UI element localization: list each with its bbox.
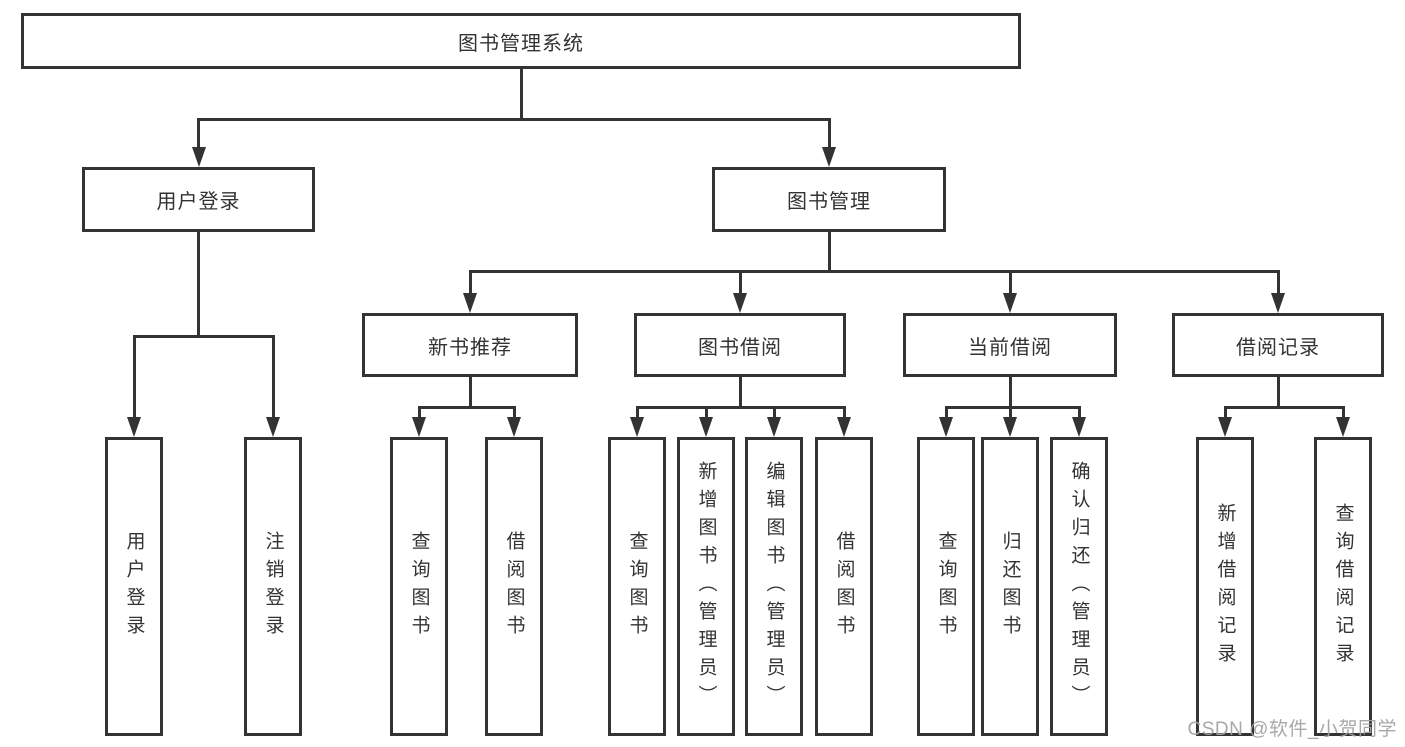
node-label: 查询借阅记录 — [1332, 502, 1354, 671]
arrow-down-icon — [1003, 293, 1017, 313]
connector-line — [468, 377, 472, 406]
connector-line — [271, 335, 275, 420]
connector-line — [132, 335, 274, 338]
arrow-down-icon — [1218, 417, 1232, 437]
connector-line — [197, 232, 200, 335]
node-label: 借阅图书 — [503, 530, 525, 643]
node-current-borrowing: 当前借阅 — [903, 313, 1117, 377]
connector-line — [417, 406, 516, 409]
arrow-down-icon — [733, 293, 747, 313]
connector-line — [1008, 406, 1012, 420]
leaf-borrow-books-recommend: 借阅图书 — [485, 437, 543, 736]
connector-line — [417, 406, 421, 420]
connector-line — [1341, 406, 1345, 420]
leaf-query-books-borrowing: 查询图书 — [608, 437, 666, 736]
connector-line — [197, 118, 200, 150]
node-label: 当前借阅 — [968, 336, 1052, 359]
connector-line — [827, 118, 831, 150]
connector-line — [704, 406, 708, 420]
leaf-edit-books-admin: 编辑图书（管理员） — [745, 437, 803, 736]
node-label: 归还图书 — [999, 530, 1021, 643]
connector-line — [468, 270, 1280, 273]
arrow-down-icon — [507, 417, 521, 437]
connector-line — [1077, 406, 1081, 420]
connector-line — [635, 406, 639, 420]
arrow-down-icon — [630, 417, 644, 437]
arrow-down-icon — [266, 417, 280, 437]
connector-line — [772, 406, 776, 420]
arrow-down-icon — [1072, 417, 1086, 437]
node-label: 查询图书 — [935, 530, 957, 643]
node-user-login: 用户登录 — [82, 167, 315, 232]
node-borrowing-records: 借阅记录 — [1172, 313, 1384, 377]
connector-line — [1008, 377, 1012, 406]
node-label: 查询图书 — [626, 530, 648, 643]
leaf-borrow-books: 借阅图书 — [815, 437, 873, 736]
arrow-down-icon — [127, 417, 141, 437]
connector-line — [738, 377, 742, 406]
node-label: 用户登录 — [123, 530, 145, 643]
connector-line — [1223, 406, 1227, 420]
leaf-user-login: 用户登录 — [105, 437, 163, 736]
arrow-down-icon — [699, 417, 713, 437]
connector-line — [635, 406, 846, 409]
arrow-down-icon — [412, 417, 426, 437]
node-label: 新书推荐 — [428, 336, 512, 359]
node-label: 确认归还（管理员） — [1068, 460, 1090, 713]
node-label: 借阅图书 — [833, 530, 855, 643]
leaf-query-books-current: 查询图书 — [917, 437, 975, 736]
connector-line — [1276, 377, 1280, 406]
node-label: 用户登录 — [156, 191, 241, 213]
connector-line — [944, 406, 1081, 409]
leaf-return-books: 归还图书 — [981, 437, 1039, 736]
node-label: 编辑图书（管理员） — [763, 460, 785, 713]
connector-line — [944, 406, 948, 420]
node-label: 图书管理 — [787, 191, 871, 213]
node-label: 借阅记录 — [1236, 336, 1320, 359]
arrow-down-icon — [1003, 417, 1017, 437]
connector-line — [512, 406, 516, 420]
connector-line — [1223, 406, 1345, 409]
node-label: 图书借阅 — [698, 336, 782, 359]
node-label: 新增图书（管理员） — [695, 460, 717, 713]
arrow-down-icon — [1336, 417, 1350, 437]
connector-line — [468, 270, 472, 296]
arrow-down-icon — [939, 417, 953, 437]
connector-line — [132, 335, 136, 420]
connector-line — [1008, 270, 1012, 296]
connector-line — [197, 118, 831, 121]
node-book-borrowing: 图书借阅 — [634, 313, 846, 377]
leaf-query-books-recommend: 查询图书 — [390, 437, 448, 736]
leaf-add-books-admin: 新增图书（管理员） — [677, 437, 735, 736]
arrow-down-icon — [1271, 293, 1285, 313]
node-new-book-recommend: 新书推荐 — [362, 313, 578, 377]
leaf-query-borrow-record: 查询借阅记录 — [1314, 437, 1372, 736]
leaf-confirm-return-admin: 确认归还（管理员） — [1050, 437, 1108, 736]
connector-line — [738, 270, 742, 296]
node-label: 图书管理系统 — [458, 32, 584, 55]
node-label: 查询图书 — [408, 530, 430, 643]
leaf-add-borrow-record: 新增借阅记录 — [1196, 437, 1254, 736]
connector-line — [519, 69, 523, 118]
node-book-management: 图书管理 — [712, 167, 946, 232]
node-label: 新增借阅记录 — [1214, 502, 1236, 671]
arrow-down-icon — [463, 293, 477, 313]
connector-line — [1276, 270, 1280, 296]
arrow-down-icon — [837, 417, 851, 437]
connector-line — [827, 232, 831, 270]
leaf-logout: 注销登录 — [244, 437, 302, 736]
node-library-management-system: 图书管理系统 — [21, 13, 1021, 69]
node-label: 注销登录 — [262, 530, 284, 643]
arrow-down-icon — [822, 147, 836, 167]
arrow-down-icon — [767, 417, 781, 437]
watermark-text: CSDN @软件_小贺同学 — [1187, 719, 1397, 740]
connector-line — [842, 406, 846, 420]
arrow-down-icon — [191, 147, 206, 167]
